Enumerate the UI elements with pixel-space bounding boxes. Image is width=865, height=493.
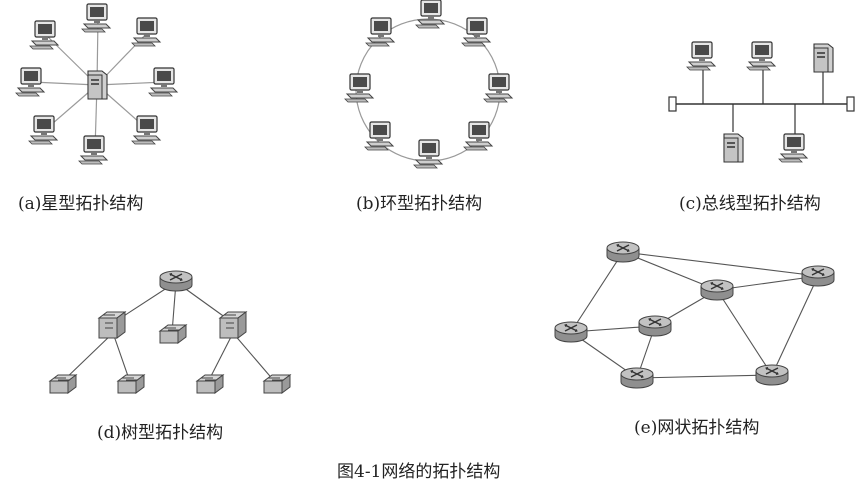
bus-topology: [668, 41, 855, 163]
computer-icon: [415, 0, 445, 29]
computer-icon: [746, 41, 776, 71]
switch-icon: [196, 374, 224, 394]
switch-icon: [117, 374, 145, 394]
caption-ring: (b)环型拓扑结构: [356, 194, 483, 214]
caption-star: (a)星型拓扑结构: [18, 194, 144, 214]
figure-caption: 图4-1网络的拓扑结构: [337, 462, 501, 482]
computer-icon: [131, 17, 161, 47]
bus-terminator-icon: [846, 96, 855, 112]
computer-icon: [81, 3, 111, 33]
computer-icon: [364, 121, 394, 151]
switch-icon: [49, 374, 77, 394]
mesh-topology: [554, 241, 835, 389]
star-topology: [15, 3, 178, 165]
computer-icon: [78, 135, 108, 165]
computer-icon: [413, 139, 443, 169]
server-icon: [723, 133, 744, 163]
computer-icon: [344, 73, 374, 103]
computer-icon: [686, 41, 716, 71]
router-icon: [801, 265, 835, 287]
computer-icon: [29, 20, 59, 50]
computer-icon: [778, 133, 808, 163]
server-icon: [87, 70, 108, 100]
tree-topology: [49, 270, 291, 394]
caption-tree: (d)树型拓扑结构: [97, 423, 224, 443]
server-icon: [813, 43, 834, 73]
caption-mesh: (e)网状拓扑结构: [634, 418, 760, 438]
router-icon: [620, 367, 654, 389]
computer-icon: [461, 17, 491, 47]
switch-icon: [159, 324, 187, 344]
router-icon: [554, 321, 588, 343]
router-icon: [606, 241, 640, 263]
switch-icon: [219, 311, 247, 339]
computer-icon: [15, 67, 45, 97]
computer-icon: [365, 17, 395, 47]
switch-icon: [263, 374, 291, 394]
router-icon: [638, 315, 672, 337]
computer-icon: [483, 73, 513, 103]
router-icon: [755, 364, 789, 386]
switch-icon: [98, 311, 126, 339]
router-icon: [700, 279, 734, 301]
caption-bus: (c)总线型拓扑结构: [679, 194, 821, 214]
computer-icon: [28, 115, 58, 145]
router-icon: [159, 270, 193, 292]
ring-topology: [344, 0, 513, 169]
bus-terminator-icon: [668, 96, 677, 112]
computer-icon: [463, 121, 493, 151]
